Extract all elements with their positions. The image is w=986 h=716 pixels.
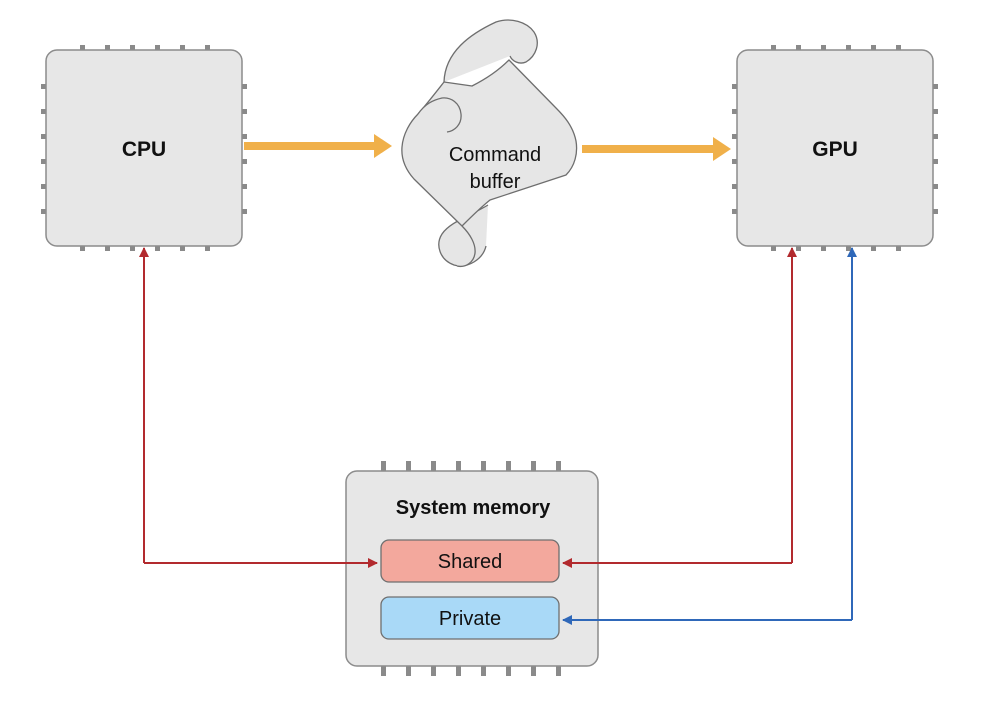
chip-pin: [155, 45, 160, 53]
chip-pin: [531, 461, 536, 473]
shared-label: Shared: [438, 551, 503, 573]
chip-pin: [130, 243, 135, 251]
command-buffer-label-line2: buffer: [470, 171, 521, 193]
chip-pin: [239, 209, 247, 214]
command-buffer-scroll: Command buffer: [401, 19, 578, 268]
chip-pin: [930, 134, 938, 139]
cpu-to-command-buffer-arrowhead: [374, 134, 392, 158]
chip-pin: [556, 664, 561, 676]
chip-pin: [239, 134, 247, 139]
chip-pin: [930, 159, 938, 164]
cpu-label: CPU: [122, 138, 166, 161]
shared-region: [380, 539, 560, 583]
chip-pin: [381, 664, 386, 676]
memory-access-arrows: [139, 247, 857, 625]
chip-pin: [205, 243, 210, 251]
chip-pin: [732, 109, 740, 114]
private-label: Private: [439, 608, 501, 630]
chip-pin: [871, 243, 876, 251]
command-buffer-to-gpu-arrowhead: [713, 137, 731, 161]
chip-pin: [456, 664, 461, 676]
chip-pin: [930, 84, 938, 89]
chip-pin: [506, 461, 511, 473]
chip-pin: [155, 243, 160, 251]
chip-pin: [846, 45, 851, 53]
chip-pin: [381, 461, 386, 473]
chip-pin: [771, 243, 776, 251]
chip-pin: [930, 209, 938, 214]
chip-pin: [456, 461, 461, 473]
chip-pin: [105, 243, 110, 251]
chip-pin: [930, 184, 938, 189]
chip-pin: [41, 184, 49, 189]
chip-pin: [431, 664, 436, 676]
chip-pin: [239, 184, 247, 189]
chip-pin: [41, 159, 49, 164]
chip-pin: [205, 45, 210, 53]
chip-pin: [821, 243, 826, 251]
chip-pin: [796, 45, 801, 53]
chip-pin: [732, 84, 740, 89]
chip-pin: [180, 45, 185, 53]
chip-pin: [239, 84, 247, 89]
chip-pin: [732, 134, 740, 139]
chip-pin: [732, 184, 740, 189]
chip-pin: [239, 109, 247, 114]
chip-pin: [556, 461, 561, 473]
chip-pin: [771, 45, 776, 53]
chip-pin: [930, 109, 938, 114]
chip-pin: [105, 45, 110, 53]
command-buffer-label-line1: Command: [449, 144, 541, 166]
chip-pin: [732, 209, 740, 214]
chip-pin: [41, 209, 49, 214]
chip-pin: [821, 45, 826, 53]
chip-pin: [41, 84, 49, 89]
chip-pin: [41, 134, 49, 139]
chip-pin: [80, 45, 85, 53]
chip-pin: [796, 243, 801, 251]
chip-pin: [506, 664, 511, 676]
gpu-chip: GPU: [732, 45, 938, 251]
chip-pin: [406, 664, 411, 676]
command-flow-arrows: [244, 134, 731, 161]
chip-pin: [180, 243, 185, 251]
chip-pin: [41, 109, 49, 114]
private-region: [380, 596, 560, 640]
chip-pin: [481, 664, 486, 676]
chip-pin: [531, 664, 536, 676]
chip-pin: [406, 461, 411, 473]
chip-pin: [80, 243, 85, 251]
cpu-chip: CPU: [41, 45, 247, 251]
chip-pin: [896, 243, 901, 251]
chip-pin: [871, 45, 876, 53]
chip-pin: [431, 461, 436, 473]
chip-pin: [239, 159, 247, 164]
chip-pin: [732, 159, 740, 164]
system-memory-chip: System memory Shared Private: [345, 461, 599, 676]
system-memory-title: System memory: [396, 497, 551, 519]
chip-pin: [130, 45, 135, 53]
chip-pin: [481, 461, 486, 473]
gpu-label: GPU: [812, 138, 858, 161]
chip-pin: [896, 45, 901, 53]
